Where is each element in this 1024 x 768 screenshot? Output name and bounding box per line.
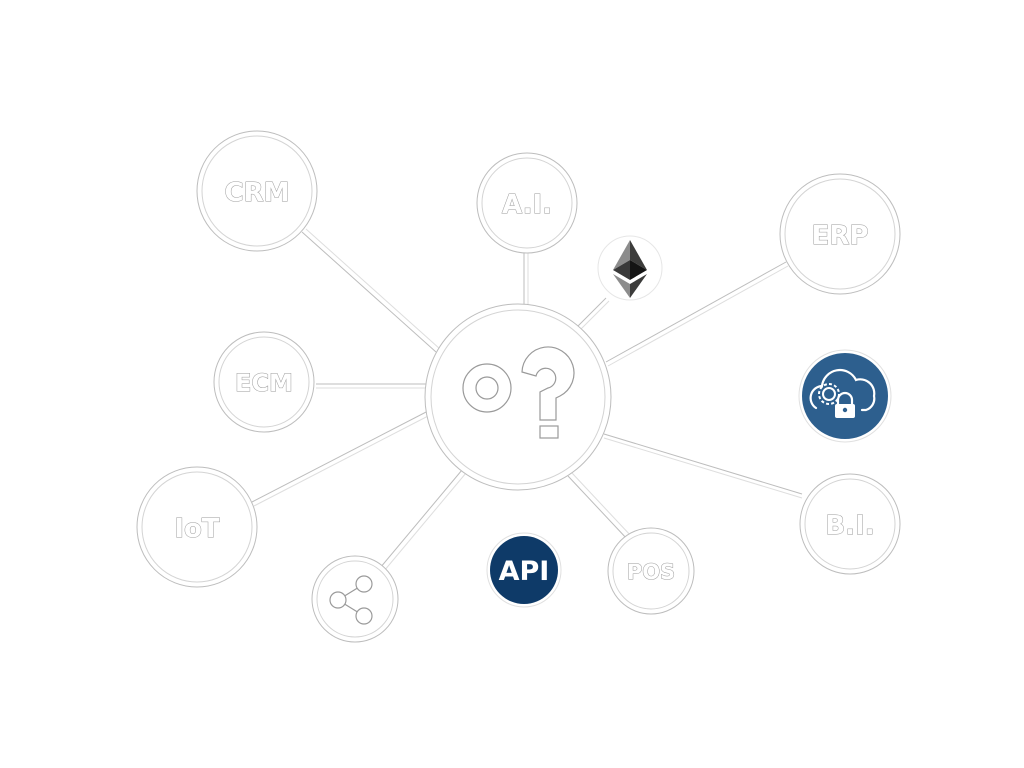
node-erp: ERP xyxy=(779,173,901,295)
node-iot-label: IoT xyxy=(174,514,220,544)
connector-crm xyxy=(301,228,441,353)
node-ecm-label: ECM xyxy=(235,369,293,397)
ethereum-icon xyxy=(613,240,647,298)
node-crm-label: CRM xyxy=(225,178,290,208)
connector-lines xyxy=(251,228,803,572)
node-crm: CRM xyxy=(196,130,318,252)
connector-pos xyxy=(567,472,633,541)
badge-ethereum xyxy=(597,235,663,301)
connector-ai xyxy=(523,252,529,308)
connector-ecm xyxy=(316,383,430,389)
node-pos: POS xyxy=(607,527,695,615)
node-bi-label: B.I. xyxy=(825,511,874,541)
connector-bi xyxy=(603,433,803,499)
hub-node xyxy=(424,303,612,491)
connector-ethereum xyxy=(577,297,610,330)
op-logo-icon xyxy=(462,346,575,439)
node-share xyxy=(311,555,399,643)
node-bi: B.I. xyxy=(799,473,901,575)
node-iot: IoT xyxy=(136,466,258,588)
badge-api: API xyxy=(486,532,562,608)
badge-cloud-security xyxy=(798,349,892,443)
share-icon xyxy=(329,575,373,625)
node-ecm: ECM xyxy=(213,331,315,433)
connector-share xyxy=(379,469,467,572)
node-pos-label: POS xyxy=(627,560,675,584)
cloud-gear-lock-icon xyxy=(809,368,876,418)
badge-api-label: API xyxy=(499,556,550,587)
connector-erp xyxy=(605,261,789,367)
node-ai: A.I. xyxy=(476,152,578,254)
node-erp-label: ERP xyxy=(812,221,869,251)
node-ai-label: A.I. xyxy=(502,190,552,220)
connector-iot xyxy=(251,409,433,507)
